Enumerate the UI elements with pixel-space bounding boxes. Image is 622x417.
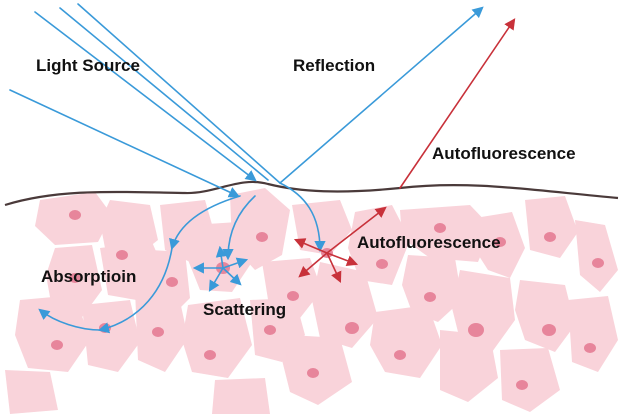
nucleus	[434, 223, 446, 233]
absorption-ray-3	[38, 308, 101, 331]
nucleus	[264, 325, 276, 335]
cell	[440, 330, 498, 402]
nucleus	[424, 292, 436, 302]
nucleus	[542, 324, 556, 336]
nucleus	[69, 273, 81, 283]
autofluorescence-ray	[326, 252, 342, 284]
cell	[370, 305, 442, 378]
nucleus	[69, 210, 81, 220]
penetrating-ray	[279, 182, 326, 253]
nucleus	[394, 350, 406, 360]
cell	[312, 262, 378, 348]
nucleus	[307, 368, 319, 378]
cell	[212, 378, 270, 414]
cell	[575, 220, 618, 292]
nucleus	[494, 237, 506, 247]
cell	[5, 370, 58, 414]
cell	[82, 300, 140, 372]
incident-ray	[59, 7, 269, 181]
incident-ray	[77, 3, 281, 184]
cell	[400, 205, 492, 262]
nucleus	[468, 323, 484, 337]
label-absorption: Absorptioin	[41, 267, 137, 286]
nucleus	[516, 380, 528, 390]
nucleus	[152, 327, 164, 337]
autofluorescence-escape-ray	[399, 18, 516, 189]
nucleus	[592, 258, 604, 268]
nucleus	[544, 232, 556, 242]
incident-ray	[34, 11, 257, 182]
tissue-surface-line	[4, 180, 619, 207]
nucleus	[51, 340, 63, 350]
cell	[402, 255, 462, 322]
reflection-ray	[279, 6, 484, 184]
nucleus	[584, 343, 596, 353]
nucleus	[166, 277, 178, 287]
label-autofluorescence-outer: Autofluorescence	[432, 144, 576, 163]
absorption-ray-2	[97, 247, 173, 334]
label-autofluorescence-inner: Autofluorescence	[357, 233, 501, 252]
nucleus	[204, 350, 216, 360]
nucleus	[116, 250, 128, 260]
nucleus	[345, 322, 359, 334]
cell	[15, 295, 90, 372]
nucleus	[376, 259, 388, 269]
incident-ray	[9, 89, 241, 198]
incident-light-rays	[9, 3, 281, 198]
cell	[568, 296, 618, 372]
autofluorescence-ray	[298, 252, 328, 278]
nucleus	[287, 291, 299, 301]
autofluorescence-ray	[326, 252, 359, 267]
tissue-cells	[5, 188, 618, 414]
label-light-source: Light Source	[36, 56, 140, 75]
autofluorescence-rays	[293, 18, 516, 284]
cell	[452, 270, 515, 352]
nucleus	[256, 232, 268, 242]
label-scattering: Scattering	[203, 300, 287, 319]
scattering-ray	[222, 195, 256, 261]
cell	[100, 242, 165, 302]
cell	[525, 196, 578, 258]
scatter-arrows	[192, 245, 249, 292]
cell	[515, 280, 575, 352]
autofluorescence-ray	[293, 238, 328, 254]
cell	[500, 348, 560, 412]
absorption-ray	[169, 195, 241, 251]
cell	[292, 200, 352, 255]
cell	[182, 298, 252, 378]
autofluorescence-ray	[326, 206, 387, 254]
label-reflection: Reflection	[293, 56, 376, 75]
